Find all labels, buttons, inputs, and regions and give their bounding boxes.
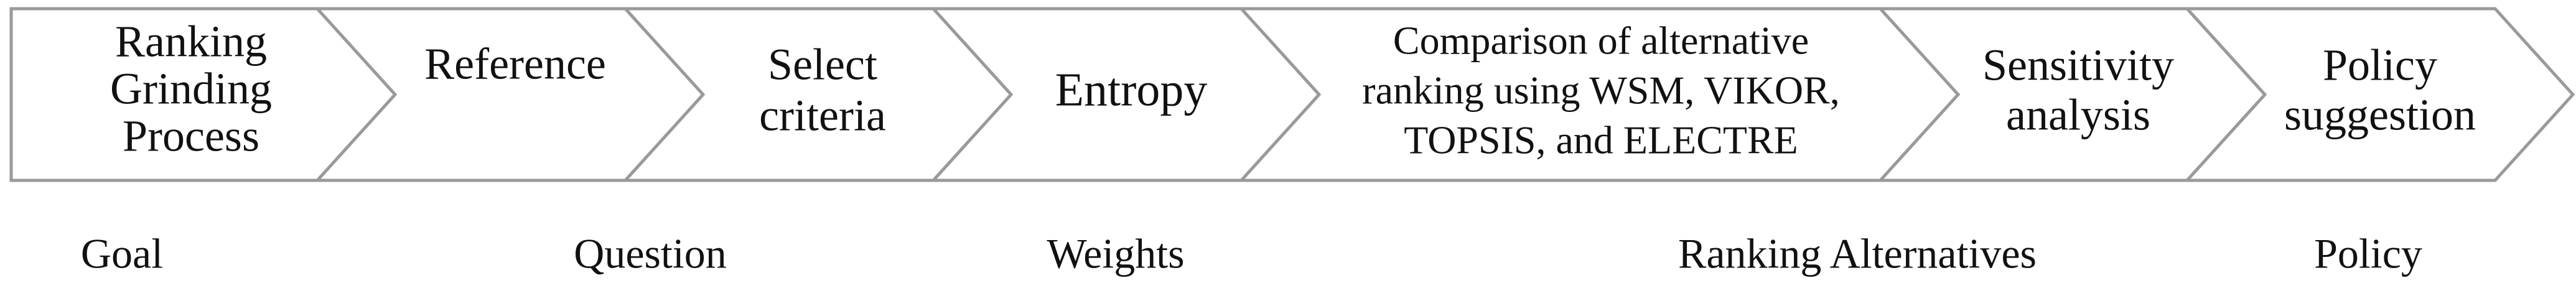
step-label-line: ranking using WSM, VIKOR, [1362,68,1839,113]
step-label-line: criteria [759,91,886,141]
step-label-line: Process [123,111,259,161]
step-label-line: Policy [2323,40,2437,90]
step-label-line: Select [768,40,877,90]
step-label-line: Reference [424,39,606,89]
step-label-line: suggestion [2284,90,2476,140]
phase-label-ranking-alternatives: Ranking Alternatives [1678,230,2037,277]
step-label-line: Grinding [110,64,272,114]
step-label-line: Entropy [1055,63,1208,116]
phase-label-goal: Goal [81,230,163,277]
step-label-line: TOPSIS, and ELECTRE [1404,118,1798,162]
step-entropy: Entropy [930,7,1322,182]
step-comparison: Comparison of alternative ranking using W… [1238,7,1961,182]
step-label-line: Ranking [115,17,267,67]
chevron-arrow-shape [2183,7,2575,182]
step-label-line: Comparison of alternative [1393,19,1809,63]
phase-labels: Goal Question Weights Ranking Alternatives P… [81,230,2422,277]
phase-label-policy: Policy [2314,230,2422,277]
step-label-line: Sensitivity [1982,40,2174,90]
step-label-line: analysis [2006,90,2150,140]
phase-label-weights: Weights [1047,230,1184,277]
phase-label-question: Question [574,230,727,277]
